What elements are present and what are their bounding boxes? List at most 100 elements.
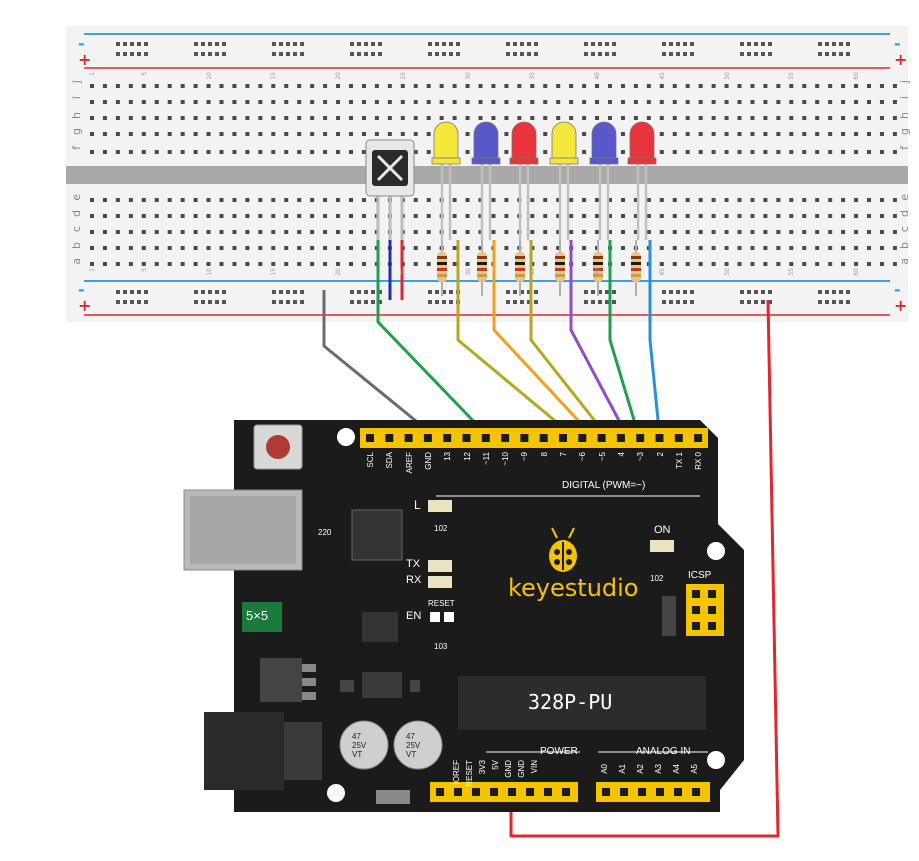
col-number-top-20: 20 — [335, 72, 343, 80]
resistor-2 — [477, 240, 487, 296]
power-label: POWER — [540, 746, 578, 757]
row-label-left-d: d — [70, 210, 83, 217]
analog-header — [596, 782, 710, 802]
col-number-bottom-1: 1 — [89, 268, 96, 272]
row-label-right-h: h — [898, 112, 911, 119]
col-number-top-50: 50 — [723, 72, 731, 80]
row-label-right-b: b — [898, 242, 911, 249]
col-number-bottom-20: 20 — [335, 268, 343, 276]
resistor-5 — [593, 240, 603, 296]
wire-led1 — [456, 240, 567, 432]
led-2 — [471, 121, 501, 240]
row-label-left-i: i — [70, 96, 83, 100]
wire-gnd — [322, 290, 428, 432]
rail-minus-top-right: - — [894, 34, 901, 53]
analog-pin-a0: A0 — [600, 764, 609, 774]
analog-pin-a2: A2 — [636, 764, 645, 774]
rail-minus-bottom-left: - — [78, 280, 85, 299]
reset-label: RESET — [428, 599, 455, 608]
row-label-left-e: e — [70, 194, 83, 201]
col-number-top-1: 1 — [89, 72, 96, 76]
pin-scl: SCL — [366, 452, 375, 468]
led-5 — [589, 121, 619, 240]
row-label-right-a: a — [898, 258, 911, 265]
fuse-label: 5×5 — [246, 608, 269, 623]
row-label-left-g: g — [70, 128, 83, 135]
brand-name: keyestudio — [508, 574, 639, 602]
res-220: 220 — [318, 528, 332, 537]
rail-plus-top-left: + — [78, 50, 92, 69]
led-6 — [627, 121, 657, 240]
resistor-4 — [555, 240, 565, 296]
pin-8: 8 — [539, 452, 549, 457]
row-label-right-g: g — [898, 128, 911, 135]
pin-9: ~9 — [520, 452, 530, 462]
digital-label: DIGITAL (PWM=~) — [562, 480, 646, 491]
breadboard — [66, 26, 908, 322]
col-number-bottom-50: 50 — [723, 268, 731, 276]
brand-logo-icon — [549, 527, 577, 572]
col-number-top-25: 25 — [399, 72, 407, 80]
analog-pin-a4: A4 — [672, 764, 681, 774]
pin-6: ~6 — [578, 452, 588, 462]
pin-tx1: TX 1 — [674, 452, 684, 469]
col-number-bottom-5: 5 — [140, 268, 148, 272]
capacitor-1-label: 47 25V VT — [352, 732, 367, 759]
res-102-b: 102 — [650, 574, 664, 583]
pin-11: ~11 — [481, 452, 491, 465]
power-pin-gnd: GND — [504, 760, 513, 778]
col-number-bottom-40: 40 — [594, 268, 602, 276]
col-number-top-10: 10 — [205, 72, 213, 80]
en-label: EN — [406, 610, 422, 622]
col-number-bottom-30: 30 — [464, 268, 472, 276]
analog-pin-a1: A1 — [618, 764, 627, 774]
row-label-left-j: j — [70, 80, 83, 84]
digital-header — [360, 428, 708, 448]
row-label-left-b: b — [70, 242, 83, 249]
power-header — [430, 782, 578, 802]
col-number-bottom-25: 25 — [399, 268, 407, 276]
col-number-bottom-35: 35 — [529, 268, 537, 276]
resistor-3 — [515, 240, 525, 296]
col-number-bottom-15: 15 — [270, 268, 278, 276]
capacitor-2-label: 47 25V VT — [406, 732, 421, 759]
power-pin-ioref: IOREF — [452, 760, 461, 785]
pin-gnd: GND — [423, 452, 433, 470]
on-label: ON — [654, 524, 671, 536]
col-number-bottom-55: 55 — [788, 268, 796, 276]
rx-label: RX — [406, 574, 422, 586]
rail-plus-bottom-right: + — [894, 296, 908, 315]
res-103: 103 — [434, 642, 448, 651]
wire-led5 — [608, 240, 639, 431]
row-label-right-c: c — [898, 226, 911, 233]
pin-7: 7 — [559, 452, 568, 457]
row-label-right-j: j — [898, 80, 911, 84]
chip-label: 328P-PU — [528, 690, 613, 714]
col-number-top-15: 15 — [270, 72, 278, 80]
row-label-right-i: i — [898, 96, 911, 100]
tx-label: TX — [406, 558, 421, 570]
wire-led4 — [569, 240, 626, 431]
wire-led6 — [648, 240, 661, 431]
col-number-top-60: 60 — [853, 72, 861, 80]
ir-receiver — [365, 139, 415, 240]
res-102-a: 102 — [434, 524, 448, 533]
pin-aref: AREF — [404, 452, 414, 474]
led-4 — [549, 121, 579, 240]
arduino-board — [183, 420, 744, 812]
row-label-right-f: f — [898, 146, 911, 150]
pin-2: 2 — [655, 452, 665, 457]
row-label-left-h: h — [70, 112, 83, 119]
rail-plus-bottom-left: + — [78, 296, 92, 315]
power-pin-gnd: GND — [517, 760, 526, 778]
col-number-top-55: 55 — [788, 72, 796, 80]
wire-led3 — [529, 240, 604, 431]
wire-led2 — [492, 240, 589, 432]
row-label-left-c: c — [70, 226, 83, 233]
power-pin-reset: RESET — [465, 760, 474, 787]
wire-5v — [509, 299, 780, 838]
pin-rx0: RX 0 — [694, 452, 704, 470]
resistor-6 — [631, 240, 641, 296]
col-number-bottom-10: 10 — [205, 268, 213, 276]
